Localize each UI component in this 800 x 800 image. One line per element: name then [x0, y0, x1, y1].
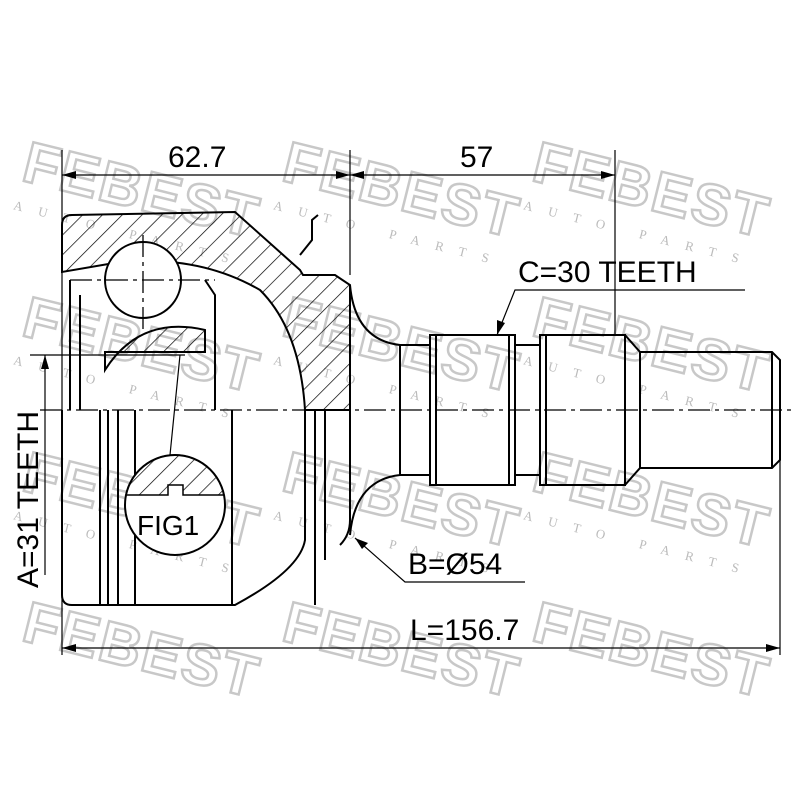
dim-shaft-length: 57 [460, 141, 493, 174]
dim-diameter-b: B=Ø54 [408, 548, 502, 581]
watermark-logo: FEBEST [17, 590, 266, 711]
dim-housing-length: 62.7 [168, 141, 226, 174]
dim-spline-a: A=31 TEETH [12, 411, 45, 588]
fig1-detail: FIG1 [124, 454, 226, 556]
dimension-lines [41, 171, 780, 652]
housing-section [61, 210, 351, 411]
watermark-logo: FEBEST [277, 590, 526, 711]
watermark-logo: FEBEST [527, 590, 776, 711]
shaft [349, 284, 781, 536]
dim-total-length: L=156.7 [410, 614, 519, 647]
dim-spline-c: C=30 TEETH [518, 256, 697, 289]
fig1-label: FIG1 [137, 510, 199, 541]
